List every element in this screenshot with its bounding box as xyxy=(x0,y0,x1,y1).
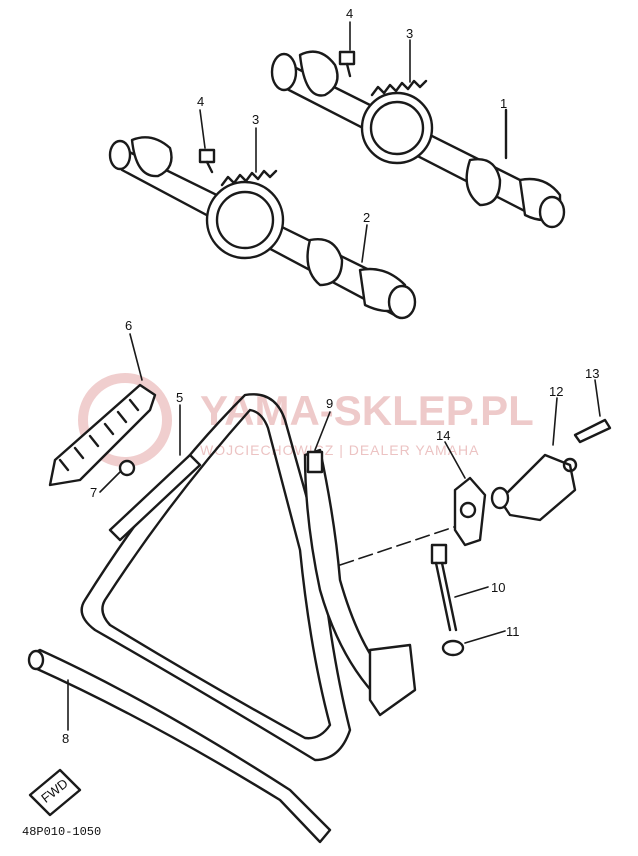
leader-lines xyxy=(67,21,601,731)
camshaft-intake xyxy=(108,136,417,320)
camshaft-exhaust xyxy=(270,50,566,229)
part-label: 3 xyxy=(252,112,259,127)
chain-guide-8 xyxy=(27,648,332,844)
part-label: 13 xyxy=(585,366,599,381)
watermark: YAMA-SKLEP.PL WOJCIECHOWICZ | DEALER YAM… xyxy=(78,373,534,467)
watermark-subtitle: WOJCIECHOWICZ | DEALER YAMAHA xyxy=(200,442,479,458)
gasket-14 xyxy=(453,476,487,547)
fwd-arrow: FWD xyxy=(28,768,82,817)
part-label: 11 xyxy=(506,624,520,639)
timing-chain xyxy=(80,393,352,762)
chain-guide-6 xyxy=(48,383,157,487)
part-label: 5 xyxy=(176,390,183,405)
drawing-code: 48P010-1050 xyxy=(22,825,101,839)
part-label: 14 xyxy=(436,428,450,443)
part-labels: 1 2 3 3 4 4 5 6 7 8 9 10 11 12 13 14 xyxy=(62,6,599,746)
part-label: 12 xyxy=(549,384,563,399)
part-label: 7 xyxy=(90,485,97,500)
part-label: 1 xyxy=(500,96,507,111)
washer-11 xyxy=(441,639,465,657)
chain-tensioner-12 xyxy=(490,453,578,522)
part-label: 8 xyxy=(62,731,69,746)
chain-guide-9 xyxy=(303,448,417,717)
bolt-4-lower xyxy=(198,148,216,174)
part-label: 4 xyxy=(346,6,353,21)
part-label: 9 xyxy=(326,396,333,411)
part-label: 6 xyxy=(125,318,132,333)
part-label: 10 xyxy=(491,580,505,595)
bolt-10 xyxy=(430,543,458,632)
bolt-13 xyxy=(573,418,612,444)
part-label: 2 xyxy=(363,210,370,225)
bolt-4-upper xyxy=(338,50,356,78)
part-label: 3 xyxy=(406,26,413,41)
part-label: 4 xyxy=(197,94,204,109)
bolt-7 xyxy=(118,459,136,477)
alignment-dashline xyxy=(339,519,476,566)
